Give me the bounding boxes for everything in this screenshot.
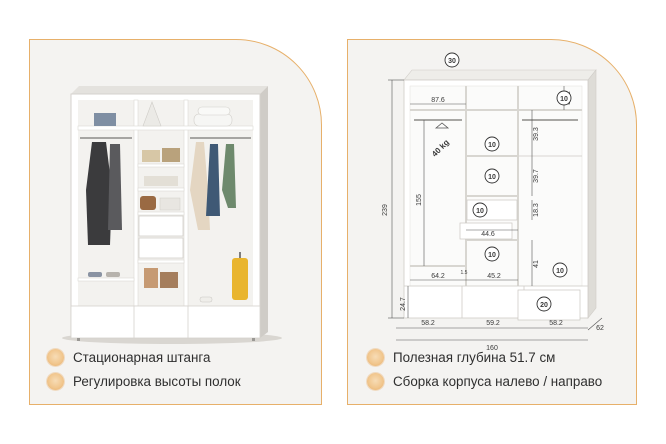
wardrobe-photo (62, 86, 282, 344)
product-photo-card: Стационарная штанга Регулировка высоты п… (29, 39, 322, 405)
dim-total-width: 160 (486, 345, 498, 352)
handbag (140, 196, 156, 210)
dim-top-width: 87.6 (431, 97, 445, 104)
weight-icon: 10 (556, 90, 572, 106)
weight-icon: 10 (484, 168, 500, 184)
feature-label: Сборка корпуса налево / направо (393, 374, 603, 389)
feature-usable-depth: Полезная глубина 51.7 см (367, 349, 555, 366)
bullet-icon (367, 349, 384, 366)
svg-text:10: 10 (488, 252, 496, 259)
dim-right-bottom: 41 (533, 260, 540, 268)
weight-icon: 10 (552, 262, 568, 278)
feature-assembly-direction: Сборка корпуса налево / направо (367, 373, 602, 390)
svg-text:10: 10 (560, 96, 568, 103)
weight-icon: 10 (472, 202, 488, 218)
dim-rod-height: 155 (416, 194, 423, 206)
svg-text:10: 10 (488, 174, 496, 181)
weight-icon: 20 (536, 296, 552, 312)
bullet-icon (367, 373, 384, 390)
storage-box (94, 113, 116, 126)
feature-shelf-adjustment: Регулировка высоты полок (47, 373, 241, 390)
dim-drawer-height: 18.3 (533, 203, 540, 217)
svg-text:10: 10 (556, 268, 564, 275)
suitcase (232, 258, 248, 300)
feature-label: Полезная глубина 51.7 см (393, 350, 556, 365)
bullet-icon (47, 373, 64, 390)
dim-right-2: 39.3 (533, 127, 540, 141)
dim-right-3: 39.7 (533, 169, 540, 183)
dim-inner-drawer: 44.6 (481, 231, 495, 238)
wardrobe-dimension-drawing: 40 kg 239 155 24.7 87.6 (382, 52, 604, 352)
dim-base-middle: 59.2 (486, 320, 500, 327)
feature-stationary-rod: Стационарная штанга (47, 349, 210, 366)
wardrobe-side (260, 86, 268, 338)
dim-total-height: 239 (382, 204, 389, 216)
folded-blanket (193, 113, 233, 127)
hanger-icon (434, 122, 450, 129)
svg-text:20: 20 (540, 302, 548, 309)
weight-icon: 10 (484, 136, 500, 152)
dim-base-right: 58.2 (549, 320, 563, 327)
dim-base-left: 58.2 (421, 320, 435, 327)
dimensions-card: 40 kg 239 155 24.7 87.6 (347, 39, 637, 405)
weight-icon: 30 (444, 52, 460, 68)
feature-label: Стационарная штанга (73, 350, 211, 365)
svg-text:30: 30 (448, 58, 456, 65)
hanging-coat (86, 142, 112, 245)
svg-text:10: 10 (488, 142, 496, 149)
dim-bottom-left: 64.2 (431, 273, 445, 280)
dim-bottom-plinth: 24.7 (400, 297, 407, 311)
wardrobe-top (71, 86, 268, 94)
dim-depth: 62 (596, 325, 604, 332)
bullet-icon (47, 349, 64, 366)
feature-label: Регулировка высоты полок (73, 374, 241, 389)
dim-bottom-middle: 45.2 (487, 273, 501, 280)
dim-small-gap: 1.5 (461, 270, 468, 276)
svg-text:10: 10 (476, 208, 484, 215)
weight-icon: 10 (484, 246, 500, 262)
hanging-jacket (206, 144, 220, 216)
